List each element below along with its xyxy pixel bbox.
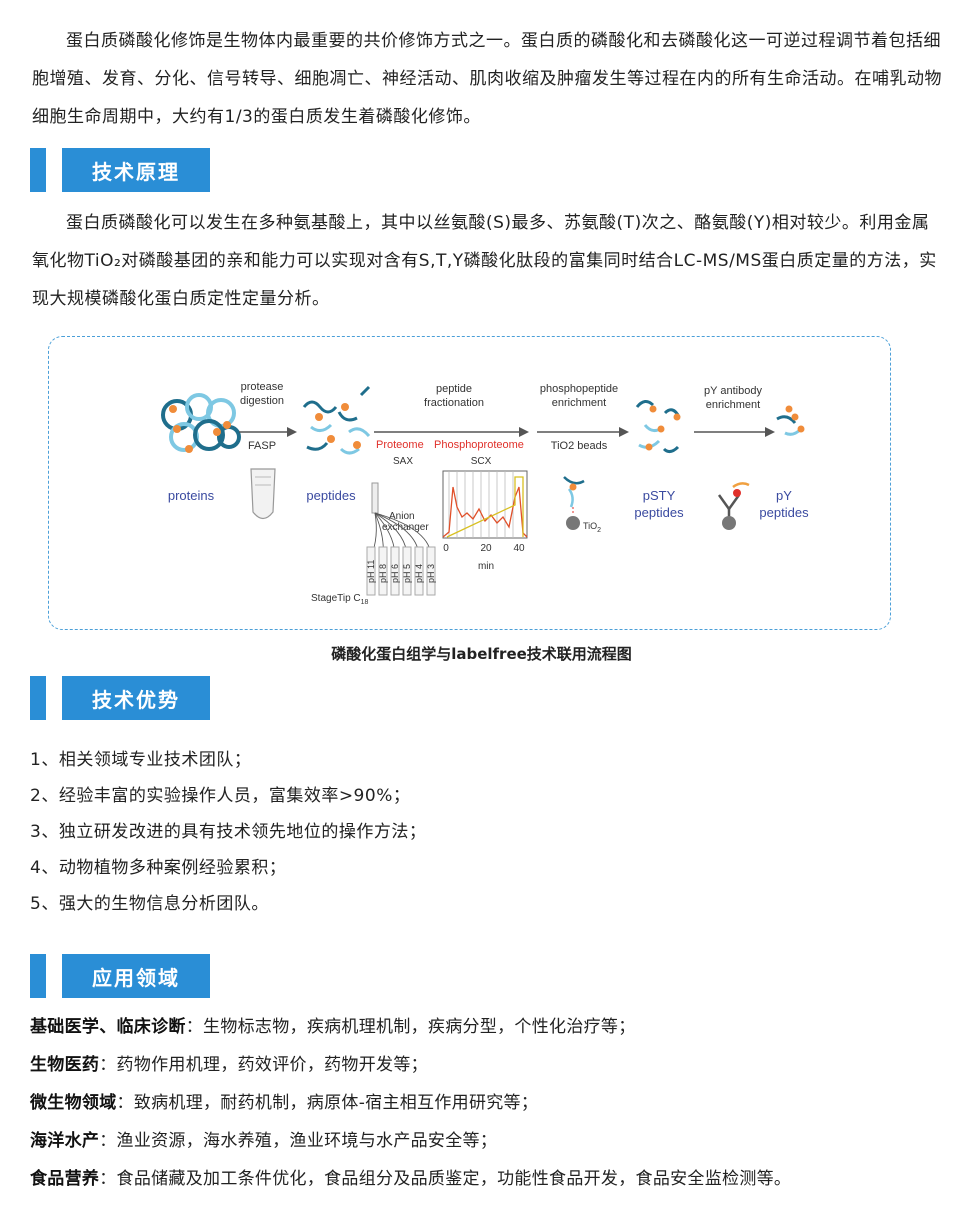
- label-exchanger: exchanger: [382, 522, 429, 533]
- scx-chromatogram: [442, 470, 528, 539]
- label-fasp: FASP: [248, 440, 276, 452]
- section-header-advantages: 技术优势: [30, 676, 210, 720]
- application-text: 食品储藏及加工条件优化，食品组分及品质鉴定，功能性食品开发，食品安全监检测等。: [116, 1169, 792, 1189]
- section-header-principle: 技术原理: [30, 148, 210, 192]
- application-row: 食品营养：食品储藏及加工条件优化，食品组分及品质鉴定，功能性食品开发，食品安全监…: [30, 1160, 950, 1198]
- section-title-advantages: 技术优势: [62, 676, 210, 720]
- application-text: 生物标志物，疾病机理机制，疾病分型，个性化治疗等；: [203, 1017, 636, 1037]
- application-label: 微生物领域: [30, 1093, 117, 1113]
- application-separator: ：: [99, 1055, 117, 1075]
- label-min: min: [478, 561, 494, 572]
- label-tio2-beads: TiO2 beads: [551, 440, 608, 452]
- application-row: 基础医学、临床诊断：生物标志物，疾病机理机制，疾病分型，个性化治疗等；: [30, 1008, 950, 1046]
- antibody-icon: [717, 482, 750, 530]
- arrowhead-digestion: [287, 427, 297, 437]
- section-header-applications: 应用领域: [30, 954, 210, 998]
- application-separator: ：: [185, 1017, 204, 1037]
- label-ph-6: pH 6: [390, 564, 400, 583]
- label-psty: pSTY: [643, 488, 676, 503]
- label-anion: Anion: [389, 511, 415, 522]
- application-text: 致病机理，耐药机制，病原体-宿主相互作用研究等；: [133, 1093, 539, 1113]
- tick-0: 0: [443, 543, 449, 554]
- label-py-enrichment: enrichment: [706, 399, 760, 411]
- application-row: 微生物领域：致病机理，耐药机制，病原体-宿主相互作用研究等；: [30, 1084, 950, 1122]
- peptides-illustration: [302, 385, 371, 455]
- label-enrichment: enrichment: [552, 397, 606, 409]
- label-ph-3: pH 3: [426, 564, 436, 583]
- py-peptides-illustration: [776, 405, 805, 436]
- arrowhead-fractionation: [519, 427, 529, 437]
- application-row: 生物医药：药物作用机理，药效评价，药物开发等；: [30, 1046, 950, 1084]
- application-separator: ：: [99, 1131, 117, 1151]
- applications-list: 基础医学、临床诊断：生物标志物，疾病机理机制，疾病分型，个性化治疗等； 生物医药…: [30, 1008, 950, 1198]
- application-separator: ：: [116, 1093, 134, 1113]
- section-accent-bar: [30, 148, 46, 192]
- label-sax: SAX: [393, 456, 413, 467]
- label-py: pY: [776, 488, 792, 503]
- label-ph-5: pH 5: [402, 564, 412, 583]
- label-proteins: proteins: [168, 488, 215, 503]
- workflow-figure: proteins protease digestion FASP peptid: [48, 336, 891, 630]
- list-item: 2、经验丰富的实验操作人员，富集效率>90%；: [30, 786, 411, 806]
- list-item: 5、强大的生物信息分析团队。: [30, 894, 269, 914]
- application-label: 生物医药: [30, 1055, 100, 1075]
- tick-20: 20: [480, 543, 492, 554]
- tick-40: 40: [513, 543, 525, 554]
- advantages-list: 1、相关领域专业技术团队； 2、经验丰富的实验操作人员，富集效率>90%； 3、…: [30, 742, 930, 922]
- label-ph-8: pH 8: [378, 564, 388, 583]
- application-text: 药物作用机理，药效评价，药物开发等；: [116, 1055, 428, 1075]
- principle-text: 蛋白质磷酸化可以发生在多种氨基酸上，其中以丝氨酸(S)最多、苏氨酸(T)次之、酪…: [32, 213, 937, 309]
- label-protease: protease: [241, 381, 284, 393]
- list-item: 3、独立研发改进的具有技术领先地位的操作方法；: [30, 822, 427, 842]
- anion-exchanger-icon: [371, 482, 379, 514]
- fasp-tube-icon: [250, 468, 276, 520]
- stagetip-tubes: [366, 512, 436, 596]
- section-title-principle: 技术原理: [62, 148, 210, 192]
- label-peptide: peptide: [436, 383, 472, 395]
- psty-peptides-illustration: [635, 400, 681, 454]
- workflow-diagram: proteins protease digestion FASP peptid: [161, 381, 809, 606]
- intro-paragraph: 蛋白质磷酸化修饰是生物体内最重要的共价修饰方式之一。蛋白质的磷酸化和去磷酸化这一…: [32, 22, 942, 136]
- proteins-illustration: [161, 393, 241, 453]
- label-digestion: digestion: [240, 395, 284, 407]
- label-phosphopeptide: phosphopeptide: [540, 383, 618, 395]
- application-separator: ：: [99, 1169, 117, 1189]
- application-text: 渔业资源，海水养殖，渔业环境与水产品安全等；: [116, 1131, 498, 1151]
- label-scx: SCX: [471, 456, 492, 467]
- label-tio2: TiO2: [583, 521, 601, 534]
- label-psty-peptides: peptides: [634, 505, 684, 520]
- label-ph-4: pH 4: [414, 564, 424, 583]
- arrowhead-enrichment: [619, 427, 629, 437]
- figure-caption: 磷酸化蛋白组学与labelfree技术联用流程图: [331, 645, 632, 663]
- list-item: 4、动物植物多种案例经验累积；: [30, 858, 287, 878]
- tio2-bead-icon: [563, 476, 585, 530]
- label-ph-11: pH 11: [366, 560, 376, 583]
- label-stagetip: StageTip C18: [311, 593, 369, 606]
- list-item: 1、相关领域专业技术团队；: [30, 750, 252, 770]
- principle-paragraph: 蛋白质磷酸化可以发生在多种氨基酸上，其中以丝氨酸(S)最多、苏氨酸(T)次之、酪…: [32, 204, 942, 318]
- label-phosphoproteome: Phosphoproteome: [434, 439, 524, 451]
- section-accent-bar: [30, 676, 46, 720]
- section-title-applications: 应用领域: [62, 954, 210, 998]
- application-row: 海洋水产：渔业资源，海水养殖，渔业环境与水产品安全等；: [30, 1122, 950, 1160]
- intro-text: 蛋白质磷酸化修饰是生物体内最重要的共价修饰方式之一。蛋白质的磷酸化和去磷酸化这一…: [32, 31, 942, 127]
- section-accent-bar: [30, 954, 46, 998]
- label-fractionation: fractionation: [424, 397, 484, 409]
- label-proteome: Proteome: [376, 439, 424, 451]
- application-label: 海洋水产: [30, 1131, 100, 1151]
- label-peptides: peptides: [306, 488, 356, 503]
- application-label: 食品营养: [30, 1169, 100, 1189]
- label-py-antibody: pY antibody: [704, 385, 762, 397]
- application-label: 基础医学、临床诊断: [30, 1017, 186, 1037]
- arrowhead-py-enrichment: [765, 427, 775, 437]
- label-py-peptides: peptides: [759, 505, 809, 520]
